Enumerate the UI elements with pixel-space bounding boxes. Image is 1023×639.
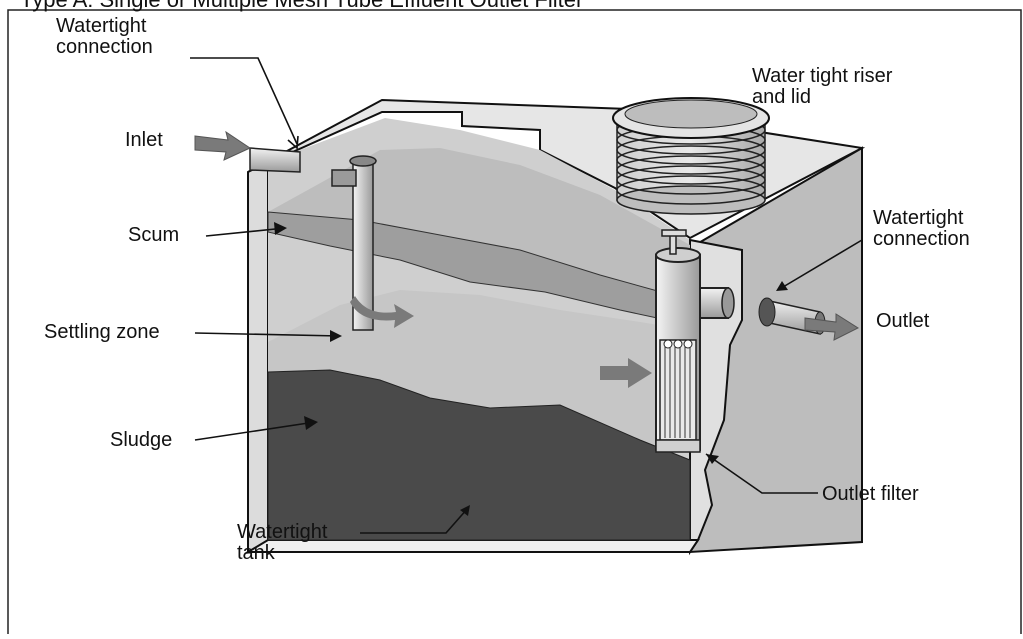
inlet-tee-top-opening (349, 155, 377, 167)
label-sludge: Sludge (110, 429, 173, 451)
page-title: Type A: Single or Multiple Mesh Tube Eff… (20, 0, 583, 12)
arrowhead-outlet-connection (776, 281, 788, 291)
label-outlet: Outlet (876, 310, 930, 332)
leader-tank (360, 507, 469, 534)
inlet-tee-flow-arrow (350, 296, 414, 328)
outlet-filter (655, 229, 735, 453)
arrowhead-tank (460, 505, 470, 516)
inlet-tee-branch (331, 169, 357, 187)
outlet-pipe-collar (758, 297, 776, 327)
outlet-flow-arrow (804, 313, 860, 341)
tank-bottom-edge (244, 539, 700, 553)
arrowhead-outlet-filter (706, 454, 719, 464)
figure-frame (7, 9, 1022, 634)
leader-settling-zone (194, 332, 341, 337)
leader-inlet-connection (190, 57, 298, 145)
label-outlet-filter: Outlet filter (822, 483, 919, 505)
arrowhead-sludge (304, 416, 318, 430)
inlet-pipe (249, 147, 301, 173)
leader-scum (205, 227, 286, 237)
arrowhead-scum (274, 222, 287, 235)
settling-flow-arrow (600, 358, 652, 388)
riser-and-lid (612, 97, 770, 215)
leader-outlet-connection (777, 239, 863, 291)
label-scum: Scum (128, 224, 180, 246)
leader-outlet-filter (705, 453, 818, 494)
label-watertight-tank: Watertight tank (237, 521, 328, 564)
arrowhead-settling (330, 330, 342, 342)
leader-sludge (194, 421, 316, 441)
label-settling-zone: Settling zone (44, 321, 160, 343)
label-inlet: Inlet (125, 129, 163, 151)
inlet-flow-arrow (194, 130, 252, 161)
label-watertight-connection-inlet: Watertight connection (56, 15, 153, 58)
sludge-layer (267, 369, 691, 541)
label-watertight-connection-outlet: Watertight connection (873, 207, 970, 250)
label-riser-and-lid: Water tight riser and lid (752, 65, 893, 108)
leader-inlet-connection-head (287, 135, 299, 150)
